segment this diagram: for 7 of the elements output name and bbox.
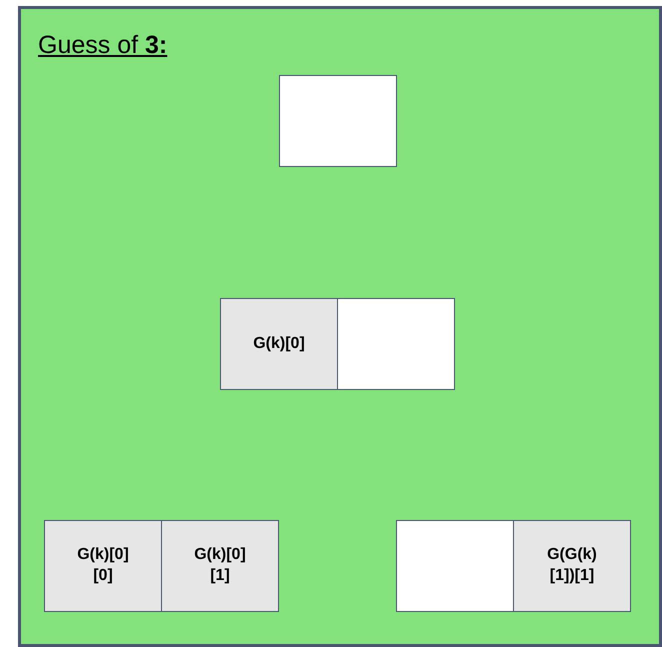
array-cell: G(k)[0] [0] [44, 520, 162, 612]
array-cell: G(G(k) [1])[1] [513, 520, 631, 612]
array-cell: G(k)[0] [220, 298, 338, 390]
heading: Guess of 3: [38, 31, 168, 60]
array-cell: G(k)[0] [1] [161, 520, 279, 612]
panel [18, 6, 662, 647]
empty-box [279, 75, 397, 167]
